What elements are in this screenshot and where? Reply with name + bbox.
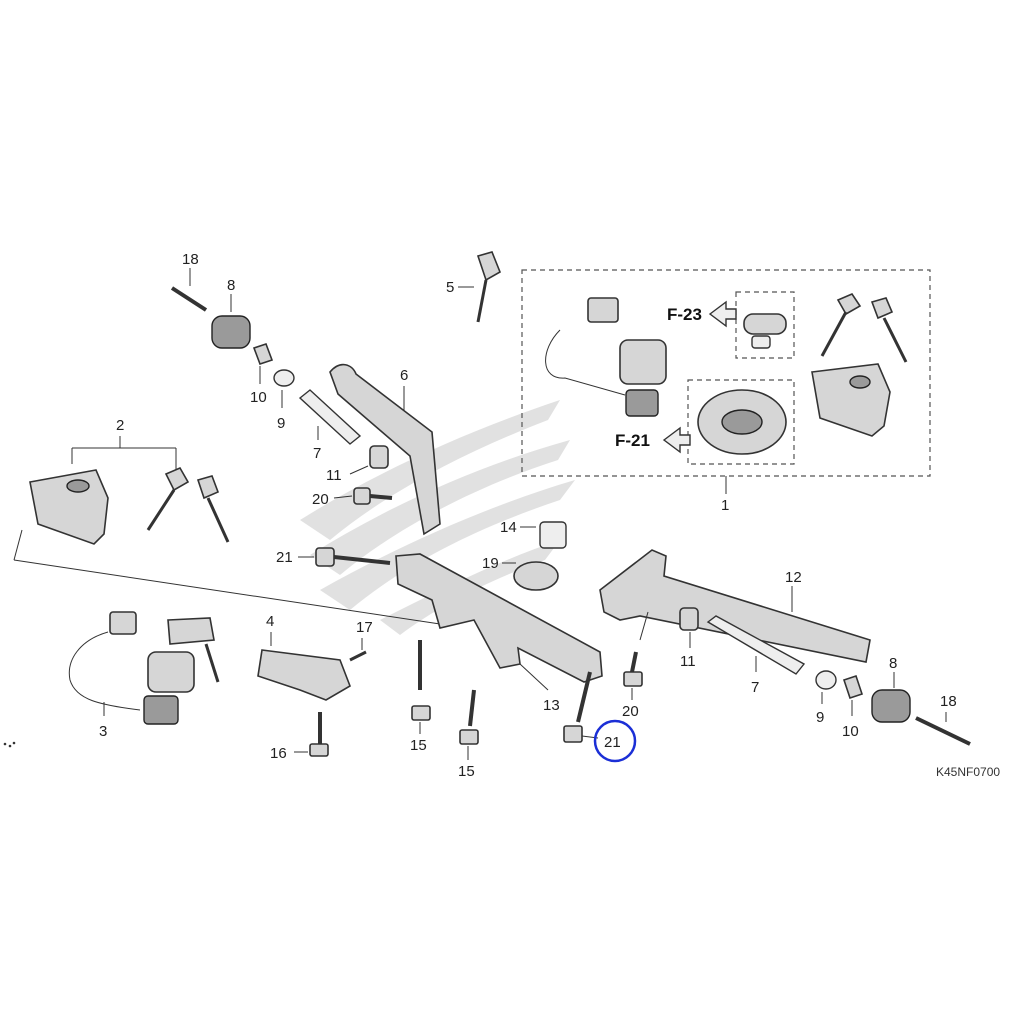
part-8-weight-right: 8	[871, 655, 911, 723]
callout-16: 16	[270, 745, 287, 762]
part-18-screw-right: 18	[915, 693, 971, 746]
callout-3: 3	[99, 723, 107, 740]
callout-9-right: 9	[816, 709, 824, 726]
part-11-collar-left: 11	[326, 445, 389, 484]
callout-8-left: 8	[227, 277, 235, 294]
highlight-circle	[593, 719, 637, 763]
part-20-bolt-left: 20	[312, 487, 393, 508]
part-12-handlebar-right: 12	[599, 549, 871, 663]
callout-18-right: 18	[940, 693, 957, 710]
part-10-clip-left: 10	[250, 342, 274, 406]
part-13-top-bridge: 13	[395, 553, 603, 714]
part-3-ignition-switch: 3	[68, 611, 220, 740]
part-10-clip-right: 10	[842, 674, 864, 740]
part-21-bolt-left: 21	[276, 547, 391, 567]
callout-17: 17	[356, 619, 373, 636]
callout-13: 13	[543, 697, 560, 714]
part-7-pipe-left: 7	[298, 389, 362, 462]
callout-18-left: 18	[182, 251, 199, 268]
assembly-kit-box: 1	[521, 269, 931, 514]
part-20-bolt-right: 20	[622, 611, 649, 720]
callout-11-right: 11	[680, 653, 696, 670]
kit-fuel-cap	[687, 379, 795, 465]
callout-9-left: 9	[277, 415, 285, 432]
part-9-bush-left: 9	[273, 369, 295, 432]
callout-15-b: 15	[458, 763, 475, 780]
part-5-key: 5	[446, 251, 502, 323]
callout-1: 1	[721, 497, 729, 514]
callout-12: 12	[785, 569, 802, 586]
part-16-bolt: 16	[270, 712, 329, 762]
callout-15-a: 15	[410, 737, 427, 754]
callout-8-right: 8	[889, 655, 897, 672]
ref-f23-label: F-23	[667, 305, 702, 324]
part-2-lock-cover-set: 2	[13, 417, 441, 625]
callout-10-left: 10	[250, 389, 267, 406]
part-14-nut: 14	[500, 519, 567, 549]
callout-20-right: 20	[622, 703, 639, 720]
callout-5: 5	[446, 279, 454, 296]
callout-7-right: 7	[751, 679, 759, 696]
part-6-handlebar-left: 6	[329, 363, 441, 536]
callout-2: 2	[116, 417, 124, 434]
callout-21-highlighted: 21	[604, 734, 621, 751]
part-19-nut: 19	[482, 555, 559, 591]
callout-4: 4	[266, 613, 274, 630]
part-9-bush-right: 9	[815, 670, 837, 726]
part-7-pipe-right: 7	[706, 615, 806, 696]
callout-6: 6	[400, 367, 408, 384]
ref-f21: F-21	[615, 426, 691, 454]
part-4-bracket: 4	[257, 613, 351, 701]
diagram-code: K45NF0700	[936, 765, 1000, 779]
ref-f23: F-23	[667, 300, 737, 328]
callout-11-left: 11	[326, 467, 342, 484]
callout-21-left: 21	[276, 549, 293, 566]
kit-ignition-switch	[545, 297, 667, 417]
part-8-weight-left: 8	[211, 277, 251, 349]
part-15-bolt-a: 15	[410, 640, 431, 754]
kit-seat-lock	[735, 291, 795, 359]
part-18-screw-left: 18	[170, 251, 208, 312]
ref-f21-label: F-21	[615, 431, 650, 450]
part-11-collar-right: 11	[679, 607, 699, 670]
callout-19: 19	[482, 555, 499, 572]
edge-dots	[3, 741, 16, 748]
part-21-bolt-highlighted: 21	[563, 671, 637, 763]
kit-keys	[820, 293, 908, 363]
callout-10-right: 10	[842, 723, 859, 740]
callout-14: 14	[500, 519, 517, 536]
callout-20-left: 20	[312, 491, 329, 508]
part-15-bolt-b: 15	[458, 689, 479, 780]
kit-steering-lock-cover	[811, 363, 891, 437]
part-17-screw: 17	[349, 619, 373, 662]
callout-7-left: 7	[313, 445, 321, 462]
